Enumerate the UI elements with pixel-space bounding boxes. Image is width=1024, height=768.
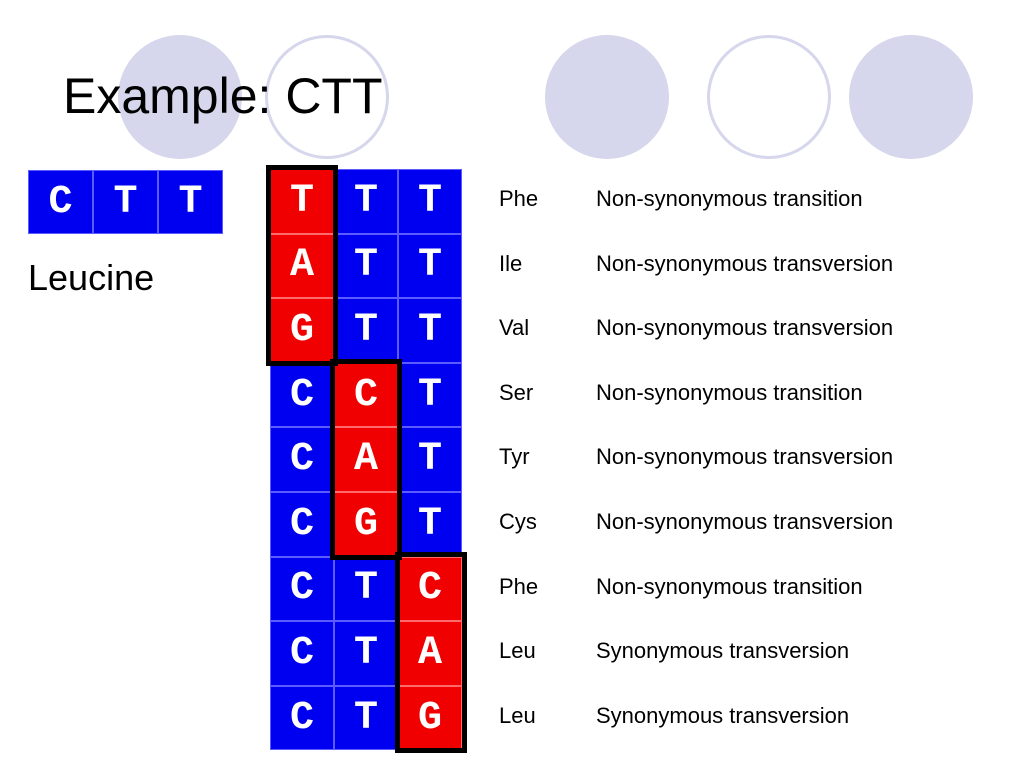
base: C — [270, 685, 334, 751]
original-codon: C T T — [28, 170, 223, 234]
annotation-row: Phe Non-synonymous transition — [499, 167, 999, 231]
slide-title: Example: CTT — [63, 68, 383, 124]
base: T — [398, 233, 462, 299]
mutated-base: G — [270, 298, 334, 363]
annotation-row: Phe Non-synonymous transition — [499, 555, 999, 619]
base: T — [334, 298, 398, 363]
decor-circle-2 — [265, 35, 389, 159]
annotation-row: Leu Synonymous transversion — [499, 684, 999, 748]
amino-acid-label: Leu — [499, 702, 536, 728]
original-amino-acid: Leucine — [28, 257, 155, 298]
annotation-row: Val Non-synonymous transversion — [499, 296, 999, 360]
annotation-row: Ile Non-synonymous transversion — [499, 232, 999, 296]
mutated-base: C — [334, 362, 398, 428]
annotation-row: Tyr Non-synonymous transversion — [499, 425, 999, 489]
base: C — [270, 621, 334, 686]
annotation-row: Cys Non-synonymous transversion — [499, 490, 999, 554]
base: T — [398, 427, 462, 492]
annotation-row: Leu Synonymous transversion — [499, 619, 999, 683]
decor-circle-4 — [707, 35, 831, 159]
mutation-effect-label: Non-synonymous transversion — [596, 315, 894, 341]
annotation-row: Ser Non-synonymous transition — [499, 361, 999, 425]
base: T — [334, 233, 398, 299]
mutation-effect-label: Non-synonymous transition — [596, 573, 863, 599]
amino-acid-label: Cys — [499, 509, 537, 534]
decor-circle-1 — [118, 35, 242, 159]
amino-acid-label: Phe — [499, 186, 539, 211]
mutation-effect-label: Synonymous transversion — [596, 702, 850, 728]
mutated-base: G — [398, 685, 462, 751]
mutated-base: A — [270, 233, 334, 299]
mutated-base: G — [334, 491, 398, 557]
mutated-base: C — [398, 556, 462, 622]
base: T — [398, 362, 462, 428]
mutation-effect-label: Non-synonymous transition — [596, 186, 863, 211]
base: T — [334, 685, 398, 751]
original-base-2: T — [93, 170, 158, 234]
base: T — [398, 491, 462, 557]
amino-acid-label: Leu — [499, 638, 536, 664]
amino-acid-label: Ile — [499, 250, 523, 276]
decor-circle-3 — [545, 35, 669, 159]
mutated-base: T — [270, 169, 334, 234]
amino-acid-label: Phe — [499, 573, 539, 599]
amino-acid-label: Ser — [499, 379, 534, 405]
amino-acid-label: Tyr — [499, 444, 530, 470]
mutation-effect-label: Non-synonymous transition — [596, 379, 863, 405]
base: C — [270, 427, 334, 492]
base: T — [334, 556, 398, 622]
mutated-base: A — [398, 621, 462, 686]
mutated-base: A — [334, 427, 398, 492]
base: C — [270, 491, 334, 557]
original-base-1: C — [28, 170, 93, 234]
mutation-effect-label: Non-synonymous transversion — [596, 250, 894, 276]
mutation-effect-label: Synonymous transversion — [596, 638, 850, 664]
base: C — [270, 556, 334, 622]
base: T — [398, 169, 462, 234]
mutation-effect-label: Non-synonymous transversion — [596, 509, 894, 534]
base: T — [398, 298, 462, 363]
base: T — [334, 169, 398, 234]
amino-acid-label: Val — [499, 315, 530, 341]
base: T — [334, 621, 398, 686]
decor-circle-5 — [849, 35, 973, 159]
base: C — [270, 362, 334, 428]
mutation-effect-label: Non-synonymous transversion — [596, 444, 894, 470]
original-base-3: T — [158, 170, 223, 234]
